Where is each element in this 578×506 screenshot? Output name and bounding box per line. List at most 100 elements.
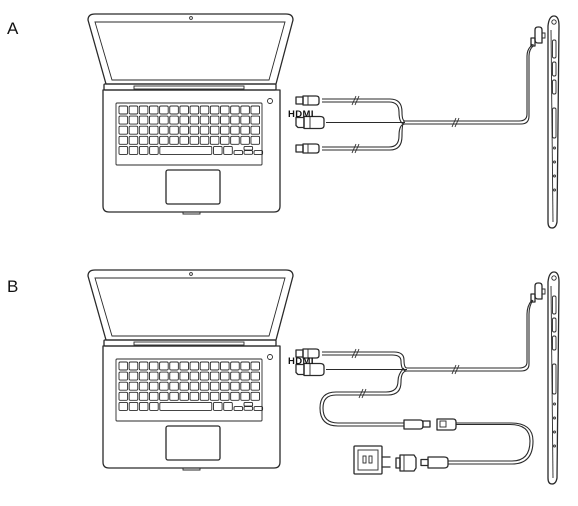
keyboard-key xyxy=(220,381,230,391)
keyboard-key xyxy=(118,145,129,155)
keyboard-key xyxy=(128,105,139,115)
keyboard-key xyxy=(138,145,149,155)
keyboard-key xyxy=(240,105,250,115)
keyboard-key xyxy=(230,361,240,371)
keyboard-key xyxy=(230,391,240,401)
keyboard-key xyxy=(128,401,139,411)
keyboard-key xyxy=(169,105,179,115)
keyboard-key xyxy=(250,115,260,125)
keyboard-key xyxy=(179,105,189,115)
keyboard-key xyxy=(209,135,220,145)
keyboard-key xyxy=(169,125,179,135)
keyboard-key xyxy=(240,135,250,145)
keyboard-key xyxy=(128,361,139,371)
keyboard-key xyxy=(159,361,169,371)
keyboard-key xyxy=(209,115,220,125)
keyboard-key xyxy=(240,381,250,391)
keyboard-key xyxy=(149,401,159,411)
keyboard-key xyxy=(138,125,149,135)
keyboard-key xyxy=(118,135,129,145)
keyboard-key xyxy=(189,125,200,135)
keyboard-key xyxy=(189,371,200,381)
keyboard-key xyxy=(209,361,220,371)
keyboard-key xyxy=(243,401,254,407)
keyboard-key xyxy=(250,371,260,381)
keyboard-key xyxy=(128,145,139,155)
keyboard-key xyxy=(138,381,149,391)
keyboard-key xyxy=(199,361,210,371)
keyboard-key xyxy=(118,361,129,371)
keyboard-key xyxy=(250,381,260,391)
keyboard-key xyxy=(199,381,210,391)
keyboard-key xyxy=(169,391,179,401)
keyboard-key xyxy=(179,361,189,371)
panel-label-a: A xyxy=(7,19,19,38)
keyboard-key xyxy=(243,150,254,155)
keyboard-key xyxy=(213,145,223,155)
keyboard-key xyxy=(159,105,169,115)
keyboard-key xyxy=(230,125,240,135)
hdmi-logo-text: HDMI xyxy=(288,356,314,367)
wall-outlet xyxy=(353,445,391,475)
keyboard-key xyxy=(118,391,129,401)
keyboard-key xyxy=(220,135,230,145)
keyboard-key xyxy=(138,391,149,401)
keyboard-key xyxy=(169,135,179,145)
keyboard-key xyxy=(220,125,230,135)
keyboard-key xyxy=(250,391,260,401)
keyboard-key xyxy=(118,105,129,115)
keyboard-key xyxy=(230,381,240,391)
keyboard-key xyxy=(253,150,264,156)
keyboard-key xyxy=(169,361,179,371)
keyboard-key xyxy=(159,391,169,401)
keyboard-key xyxy=(148,115,159,125)
keyboard-key xyxy=(230,135,240,145)
keyboard-key xyxy=(199,105,210,115)
keyboard-key xyxy=(148,105,159,115)
keyboard-key xyxy=(220,391,230,401)
keyboard-key xyxy=(223,145,233,155)
keyboard-key xyxy=(240,115,250,125)
keyboard-key xyxy=(148,125,159,135)
keyboard-key xyxy=(148,371,159,381)
keyboard-key xyxy=(138,135,149,145)
keyboard-key xyxy=(189,361,200,371)
keyboard-key xyxy=(118,381,129,391)
laptop-illustration xyxy=(87,13,294,215)
keyboard-key xyxy=(148,361,159,371)
keyboard-key xyxy=(138,105,149,115)
keyboard-key xyxy=(199,125,210,135)
keyboard-key xyxy=(189,105,200,115)
keyboard-key xyxy=(209,125,220,135)
keyboard-key xyxy=(209,371,220,381)
keyboard-key xyxy=(159,381,169,391)
keyboard-key xyxy=(159,135,169,145)
keyboard-key xyxy=(128,381,139,391)
keyboard-key xyxy=(179,135,189,145)
keyboard-key xyxy=(118,371,129,381)
power-adapter xyxy=(395,454,417,472)
keyboard-key xyxy=(179,115,189,125)
panel-a: A HDMI xyxy=(7,13,560,229)
keyboard-key xyxy=(118,125,129,135)
keyboard-key xyxy=(118,401,129,411)
keyboard-key xyxy=(128,115,139,125)
tablet-display-illustration xyxy=(530,271,560,485)
keyboard-key xyxy=(159,125,169,135)
keyboard-key xyxy=(159,145,213,155)
keyboard-key xyxy=(189,381,200,391)
keyboard-key xyxy=(128,135,139,145)
keyboard-key xyxy=(159,371,169,381)
keyboard-key xyxy=(223,401,233,411)
panel-b: B xyxy=(7,269,560,485)
keyboard-key xyxy=(230,115,240,125)
keyboard-key xyxy=(159,401,213,411)
keyboard-key xyxy=(240,371,250,381)
keyboard-key xyxy=(138,371,149,381)
panel-label-b: B xyxy=(7,277,18,296)
cable-bundle xyxy=(319,299,534,469)
keyboard-key xyxy=(240,361,250,371)
keyboard-key xyxy=(213,401,223,411)
keyboard-key xyxy=(118,115,129,125)
keyboard-key xyxy=(199,135,210,145)
